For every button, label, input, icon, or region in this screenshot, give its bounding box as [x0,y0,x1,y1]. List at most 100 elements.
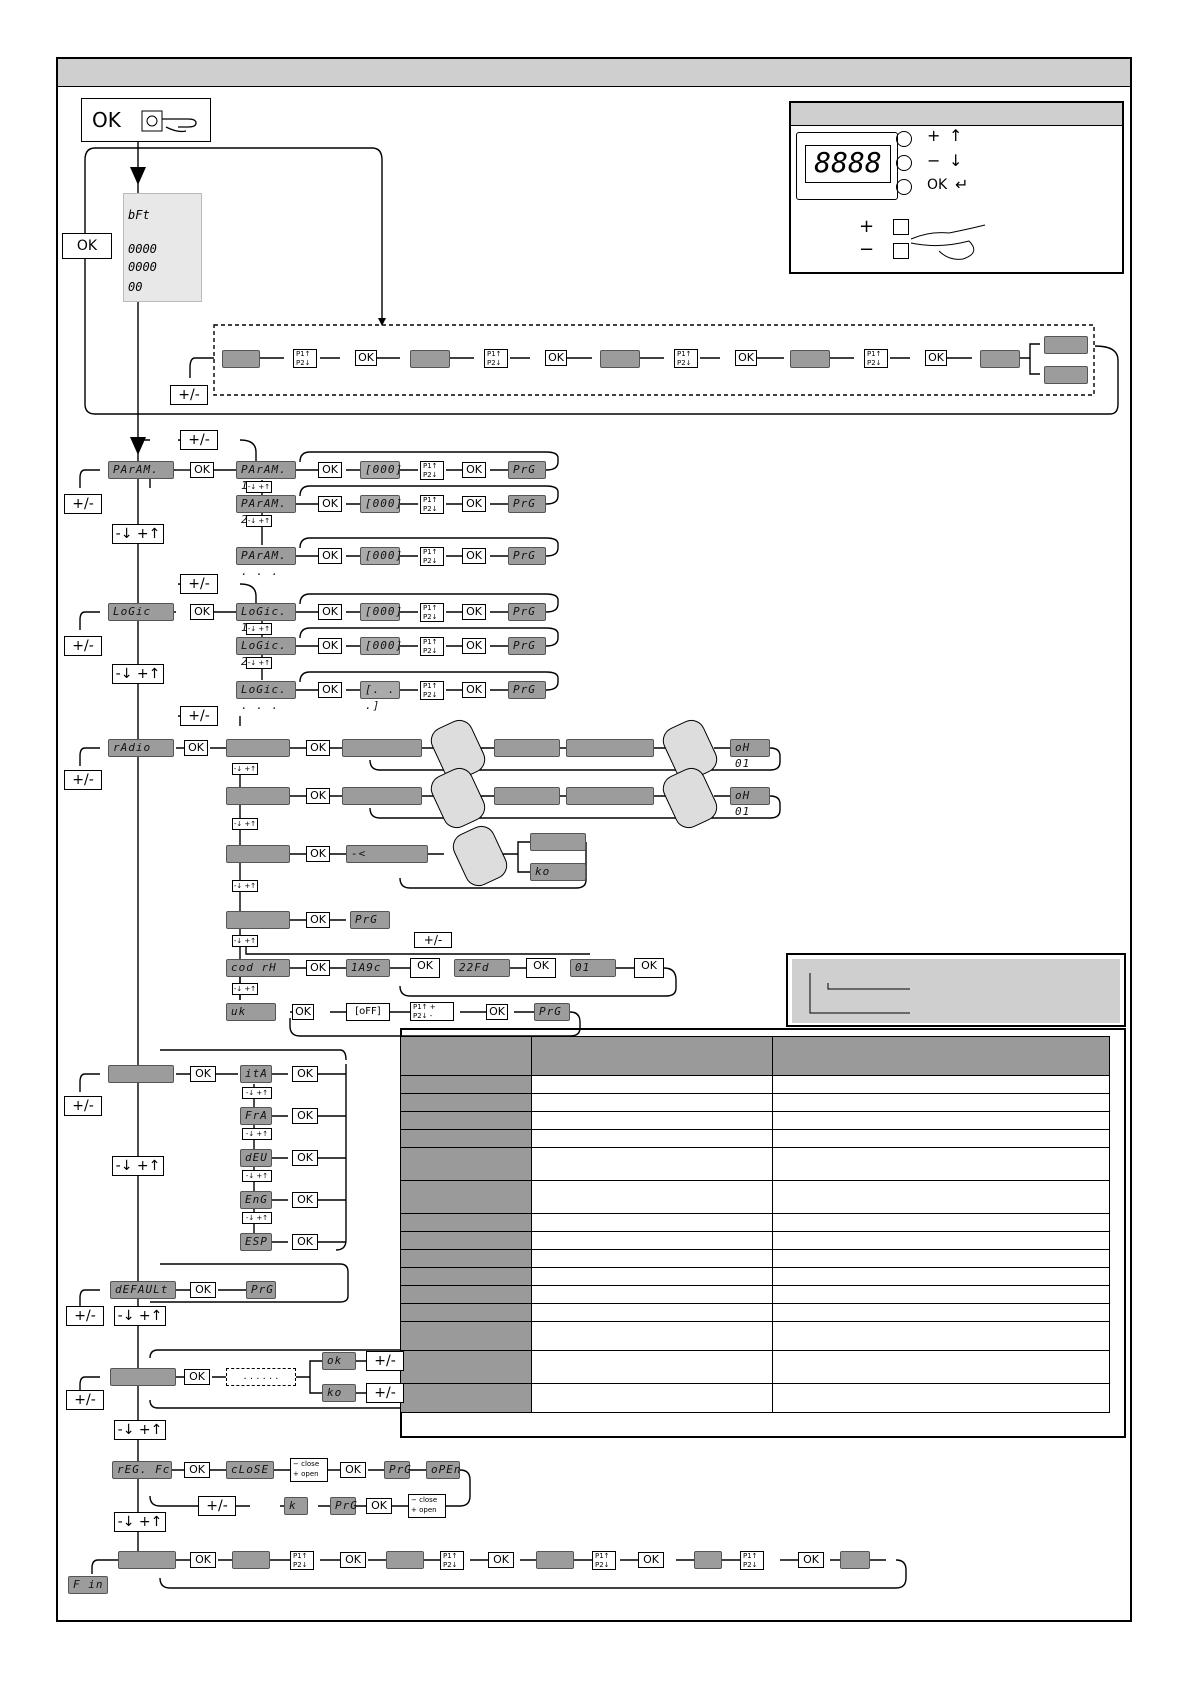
plus-minus-test-ko[interactable]: +/- [366,1383,404,1403]
last-ok-3[interactable]: OK [488,1552,514,1568]
plus-minus-default[interactable]: +/- [66,1306,104,1326]
logicn-ok-a[interactable]: OK [318,682,342,698]
regfc-ok-3[interactable]: OK [366,1498,392,1514]
ok-logic[interactable]: OK [190,604,214,620]
logic2-ok-b[interactable]: OK [462,638,486,654]
minus-key[interactable] [896,155,912,171]
lang-esp[interactable]: ESP [240,1233,272,1251]
down-up-language[interactable]: -↓ +↑ [112,1156,164,1176]
du-small-lang-3[interactable]: -↓ +↑ [242,1170,272,1182]
hand-minus-key[interactable] [893,243,909,259]
radio-item-3[interactable] [226,845,290,863]
plus-minus-regfc[interactable]: +/- [198,1496,236,1516]
logic1-ok-a[interactable]: OK [318,604,342,620]
hand-plus-key[interactable] [893,219,909,235]
plus-minus-test[interactable]: +/- [66,1390,104,1410]
radio2-ok[interactable]: OK [306,788,330,804]
ok-language[interactable]: OK [190,1066,216,1082]
plus-key[interactable] [896,131,912,147]
lang-eng-ok[interactable]: OK [292,1192,318,1208]
du-small-logic-2[interactable]: -↓ +↑ [246,657,272,669]
lang-deu[interactable]: dEU [240,1149,272,1167]
plus-minus-radio[interactable]: +/- [64,770,102,790]
lang-fra-ok[interactable]: OK [292,1108,318,1124]
param2-ok-b[interactable]: OK [462,496,486,512]
du-small-param-1[interactable]: -↓ +↑ [246,481,272,493]
param1-ok-b[interactable]: OK [462,462,486,478]
menu-logic[interactable]: LoGic [108,603,174,621]
regfc-ok-2[interactable]: OK [340,1462,366,1478]
radio1-ok[interactable]: OK [306,740,330,756]
cod-ok-1[interactable]: OK [306,960,330,976]
plus-minus-cod[interactable]: +/- [414,932,452,948]
regfc-ok-1[interactable]: OK [184,1462,210,1478]
param-1[interactable]: PArAM. 1 [236,461,296,492]
last-ok-1[interactable]: OK [190,1552,216,1568]
down-up-default[interactable]: -↓ +↑ [114,1306,166,1326]
ok-param[interactable]: OK [190,462,214,478]
paramn-ok-b[interactable]: OK [462,548,486,564]
loop-ok-button[interactable]: OK [62,233,112,259]
ok-test[interactable]: OK [184,1369,210,1385]
uk-ok-1[interactable]: OK [292,1004,314,1020]
plus-minus-top[interactable]: +/- [170,385,208,405]
menu-last[interactable] [118,1551,176,1569]
last-ok-5[interactable]: OK [798,1552,824,1568]
menu-language[interactable] [108,1065,174,1083]
menu-test[interactable] [110,1368,176,1386]
lang-eng[interactable]: EnG [240,1191,272,1209]
down-up-logic[interactable]: -↓ +↑ [112,664,164,684]
menu-reg-fc[interactable]: rEG. Fc [112,1461,172,1479]
cod-rh[interactable]: cod rH [226,959,290,977]
ok-default[interactable]: OK [190,1282,216,1298]
du-small-radio-4[interactable]: -↓ +↑ [232,935,258,947]
plus-minus-test-ok[interactable]: +/- [366,1351,404,1371]
logic2-ok-a[interactable]: OK [318,638,342,654]
uk-ok-2[interactable]: OK [486,1004,508,1020]
param2-ok-a[interactable]: OK [318,496,342,512]
plus-minus-logic-back[interactable]: +/- [180,574,218,594]
last-ok-4[interactable]: OK [638,1552,664,1568]
down-up-test[interactable]: -↓ +↑ [114,1420,166,1440]
ok-step-1[interactable]: OK [355,350,377,366]
radio-item-1[interactable] [226,739,290,757]
down-up-param[interactable]: -↓ +↑ [112,524,164,544]
close-open-key-2[interactable]: − close+ open [408,1494,446,1518]
ok-step-2[interactable]: OK [545,350,567,366]
lang-ita[interactable]: itA [240,1065,272,1083]
ok-step-4[interactable]: OK [925,350,947,366]
du-small-radio-1[interactable]: -↓ +↑ [232,763,258,775]
du-small-radio-3[interactable]: -↓ +↑ [232,880,258,892]
plus-minus-param-back[interactable]: +/- [180,430,218,450]
radio4-ok[interactable]: OK [306,912,330,928]
lang-deu-ok[interactable]: OK [292,1150,318,1166]
down-up-regfc[interactable]: -↓ +↑ [114,1512,166,1532]
du-small-param-2[interactable]: -↓ +↑ [246,515,272,527]
uk-item[interactable]: uk [226,1003,276,1021]
logic1-ok-b[interactable]: OK [462,604,486,620]
logic-n[interactable]: LoGic. . . . [236,681,296,712]
ok-step-3[interactable]: OK [735,350,757,366]
du-small-logic-1[interactable]: -↓ +↑ [246,623,272,635]
paramn-ok-a[interactable]: OK [318,548,342,564]
radio-item-2[interactable] [226,787,290,805]
menu-param[interactable]: PArAM. [108,461,174,479]
du-small-lang-4[interactable]: -↓ +↑ [242,1212,272,1224]
cod-ok-2[interactable]: OK [410,958,440,978]
menu-default[interactable]: dEFAULt [110,1281,176,1299]
close-open-key-1[interactable]: − close+ open [290,1458,328,1482]
cod-ok-3[interactable]: OK [526,958,556,978]
ok-key[interactable] [896,179,912,195]
du-small-radio-5[interactable]: -↓ +↑ [232,983,258,995]
lang-esp-ok[interactable]: OK [292,1234,318,1250]
plus-minus-logic[interactable]: +/- [64,636,102,656]
param-2[interactable]: PArAM. 2 [236,495,296,526]
menu-radio[interactable]: rAdio [108,739,174,757]
radio-item-4[interactable] [226,911,290,929]
ok-radio[interactable]: OK [184,740,208,756]
lang-ita-ok[interactable]: OK [292,1066,318,1082]
logic-2[interactable]: LoGic. 2 [236,637,296,668]
du-small-lang-1[interactable]: -↓ +↑ [242,1087,272,1099]
cod-ok-4[interactable]: OK [634,958,664,978]
logicn-ok-b[interactable]: OK [462,682,486,698]
